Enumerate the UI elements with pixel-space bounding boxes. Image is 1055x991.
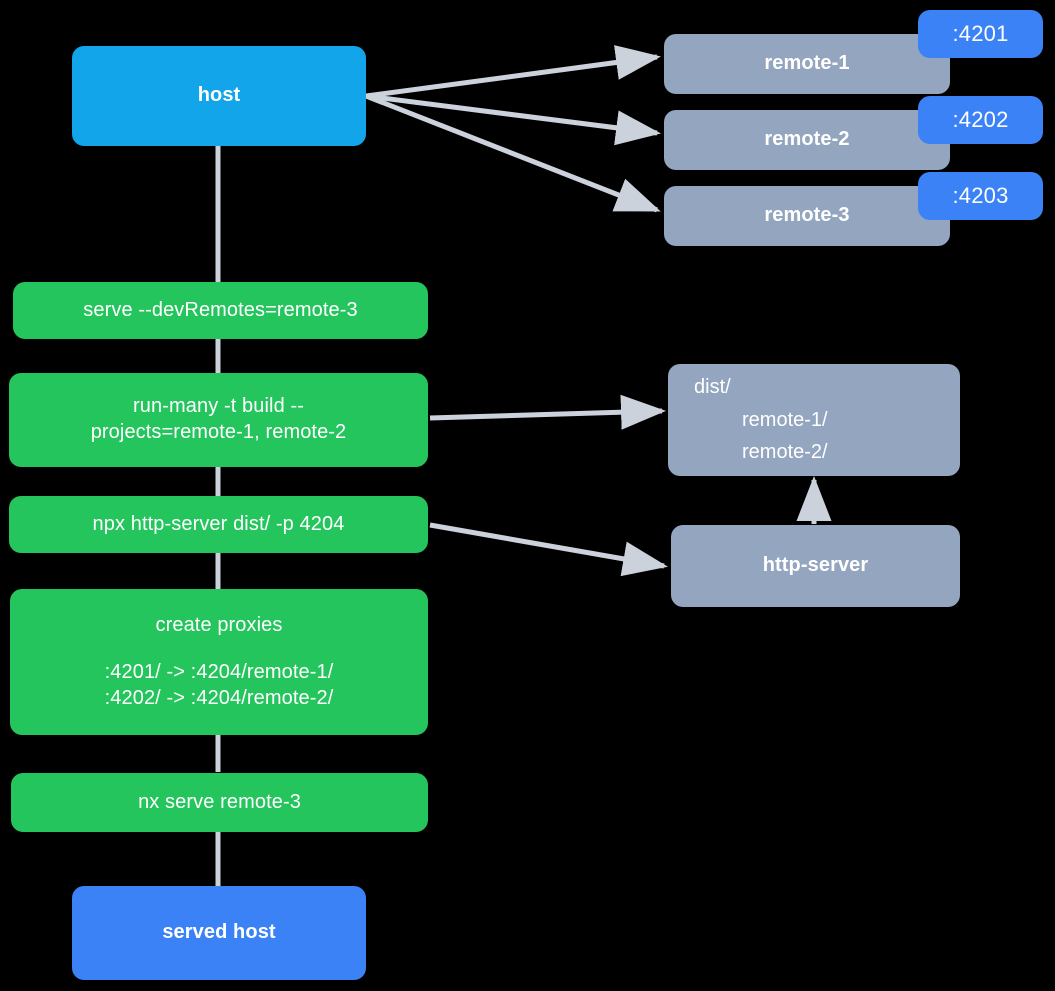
node-remote-2-label: remote-2 xyxy=(764,128,850,151)
command-npx-http-server[interactable]: npx http-server dist/ -p 4204 xyxy=(9,496,428,553)
command-create-proxies[interactable]: create proxies :4201/ -> :4204/remote-1/… xyxy=(10,589,428,735)
port-badge-remote-3: :4203 xyxy=(918,172,1043,220)
command-serve-dev-remotes-line-1: serve --devRemotes=remote-3 xyxy=(83,298,358,321)
command-nx-serve-remote-3[interactable]: nx serve remote-3 xyxy=(11,773,428,832)
port-badge-remote-2: :4202 xyxy=(918,96,1043,144)
node-remote-1[interactable]: remote-1 xyxy=(664,34,950,94)
edge-host-to-remote-3 xyxy=(365,93,661,213)
node-dist-child-remote-2: remote-2/ xyxy=(742,441,828,464)
command-npx-http-server-line-1: npx http-server dist/ -p 4204 xyxy=(92,512,345,535)
port-badge-remote-2-label: :4202 xyxy=(952,107,1009,132)
node-served-host-label: served host xyxy=(162,921,276,944)
port-badge-remote-1-label: :4201 xyxy=(952,21,1009,46)
edge-host-to-remote-1 xyxy=(365,45,661,99)
node-remote-1-label: remote-1 xyxy=(764,52,850,75)
command-create-proxies-title: create proxies xyxy=(155,613,283,636)
node-served-host[interactable]: served host xyxy=(72,886,366,980)
node-dist-folder[interactable]: dist/ remote-1/ remote-2/ xyxy=(668,364,960,476)
node-remote-3-label: remote-3 xyxy=(764,204,850,227)
node-dist-child-remote-1: remote-1/ xyxy=(742,408,828,431)
edge-npx-to-http-server xyxy=(429,522,668,577)
node-host-label: host xyxy=(197,84,241,107)
node-http-server[interactable]: http-server xyxy=(671,525,960,607)
command-run-many-build[interactable]: run-many -t build -- projects=remote-1, … xyxy=(9,373,428,467)
node-dist-root-label: dist/ xyxy=(694,376,731,399)
command-create-proxies-mapping-2: :4202/ -> :4204/remote-2/ xyxy=(104,686,334,709)
command-create-proxies-mapping-1: :4201/ -> :4204/remote-1/ xyxy=(104,661,334,684)
port-badge-remote-3-label: :4203 xyxy=(952,183,1009,208)
edge-host-to-remote-2 xyxy=(365,93,661,146)
node-remote-3[interactable]: remote-3 xyxy=(664,186,950,246)
command-nx-serve-remote-3-line-1: nx serve remote-3 xyxy=(138,790,301,813)
command-run-many-build-line-1: run-many -t build -- xyxy=(133,395,304,418)
node-http-server-label: http-server xyxy=(762,554,869,577)
port-badge-remote-1: :4201 xyxy=(918,10,1043,58)
node-remote-2[interactable]: remote-2 xyxy=(664,110,950,170)
command-run-many-build-line-2: projects=remote-1, remote-2 xyxy=(90,421,347,443)
node-host[interactable]: host xyxy=(72,46,366,146)
edge-run-many-to-dist xyxy=(429,394,666,430)
command-serve-dev-remotes[interactable]: serve --devRemotes=remote-3 xyxy=(13,282,428,339)
